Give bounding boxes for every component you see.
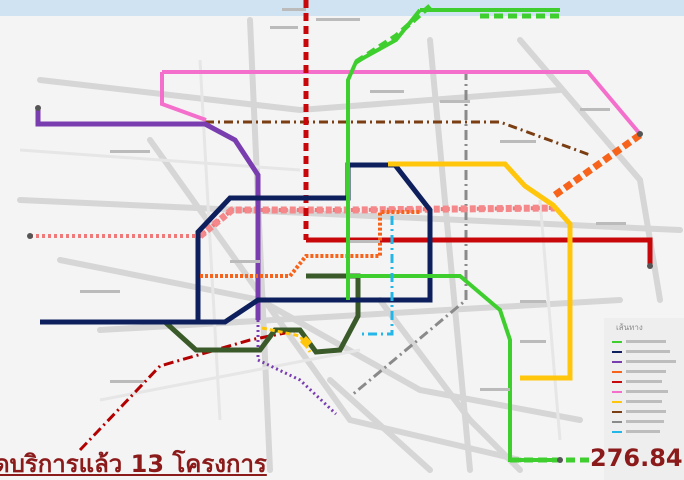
header-band bbox=[0, 0, 684, 16]
distance-value: 276.84 bbox=[590, 444, 683, 472]
cyan-line bbox=[362, 216, 394, 336]
orange-line bbox=[200, 210, 420, 278]
legend-background bbox=[604, 318, 684, 480]
terminal-markers bbox=[27, 105, 653, 463]
salmon-line-thick bbox=[197, 204, 556, 239]
purple-line-dotted bbox=[256, 320, 338, 416]
legend-panel: เส้นทาง bbox=[604, 318, 684, 480]
gray-line bbox=[351, 70, 468, 397]
orange-line-east bbox=[552, 132, 643, 198]
yellow-line bbox=[388, 161, 573, 381]
red-line bbox=[306, 237, 653, 266]
green-line-dashed bbox=[354, 4, 590, 463]
projects-caption: ดบริการแล้ว 13 โครงการ bbox=[0, 450, 267, 478]
gold-marker bbox=[300, 336, 312, 348]
darkred-line bbox=[78, 328, 301, 452]
brown-line bbox=[205, 120, 591, 157]
legend-title: เส้นทาง bbox=[616, 323, 643, 332]
station-labels bbox=[80, 8, 626, 391]
